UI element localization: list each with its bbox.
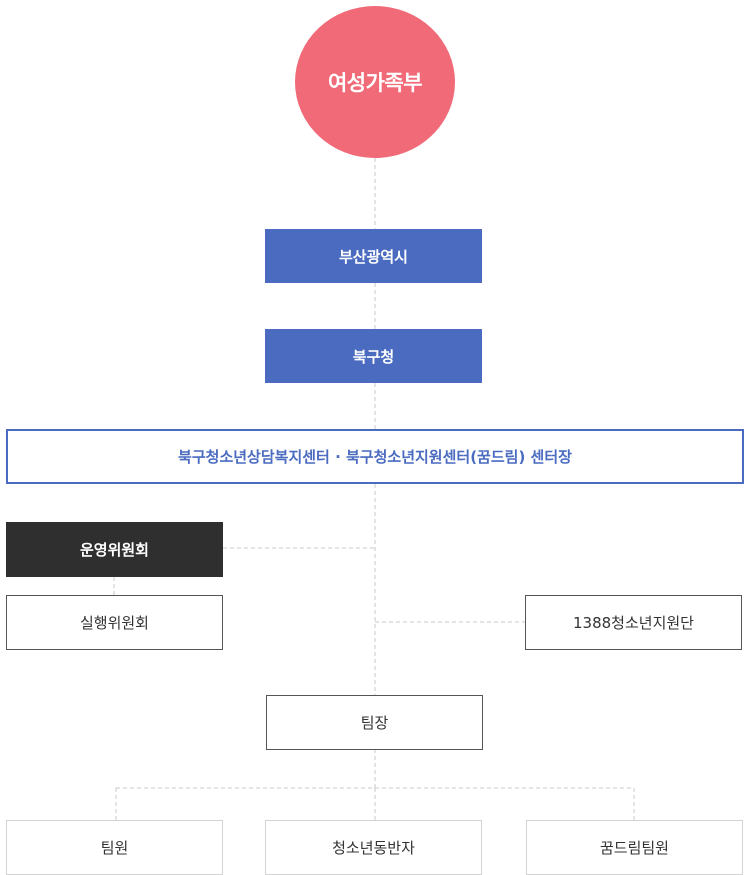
member-node-dreamdream-staff: 꿈드림팀원 bbox=[526, 820, 743, 875]
member-label: 꿈드림팀원 bbox=[599, 839, 669, 857]
city-label: 부산광역시 bbox=[338, 247, 408, 266]
member-label: 팀원 bbox=[100, 839, 129, 857]
director-label: 북구청소년상담복지센터 · 북구청소년지원센터(꿈드림) 센터장 bbox=[178, 448, 572, 466]
member-label: 청소년동반자 bbox=[332, 839, 415, 857]
district-node: 북구청 bbox=[265, 329, 482, 383]
district-label: 북구청 bbox=[352, 347, 395, 366]
city-node: 부산광역시 bbox=[265, 229, 482, 283]
steering-committee-label: 운영위원회 bbox=[79, 541, 149, 559]
steering-committee-node: 운영위원회 bbox=[6, 522, 223, 577]
ministry-node: 여성가족부 bbox=[295, 6, 455, 158]
executive-committee-label: 실행위원회 bbox=[79, 614, 149, 632]
director-node: 북구청소년상담복지센터 · 북구청소년지원센터(꿈드림) 센터장 bbox=[6, 429, 744, 484]
support-group-label: 1388청소년지원단 bbox=[573, 614, 694, 632]
member-node-staff: 팀원 bbox=[6, 820, 223, 875]
team-leader-label: 팀장 bbox=[360, 714, 389, 732]
support-group-node: 1388청소년지원단 bbox=[525, 595, 742, 650]
executive-committee-node: 실행위원회 bbox=[6, 595, 223, 650]
ministry-label: 여성가족부 bbox=[327, 71, 423, 95]
team-leader-node: 팀장 bbox=[266, 695, 483, 750]
member-node-youth-companion: 청소년동반자 bbox=[265, 820, 482, 875]
